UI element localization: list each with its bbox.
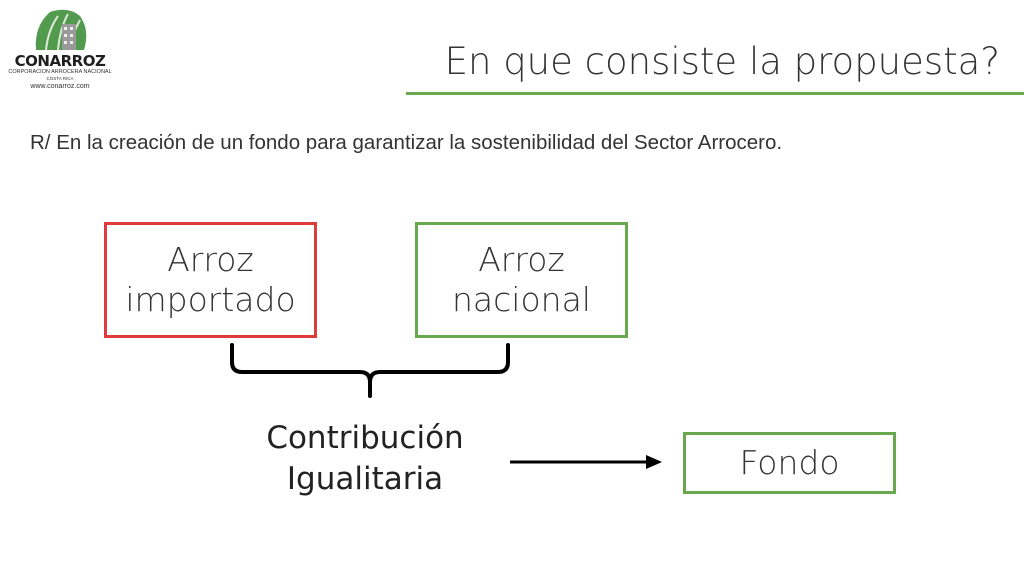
logo-name: CONARROZ [14, 52, 106, 70]
node-contribucion-line1: Contribución [266, 420, 464, 456]
node-fondo: Fondo [683, 432, 896, 494]
logo-country: COSTA RICA [46, 76, 74, 81]
node-arroz-nacional: Arroz nacional [415, 222, 628, 338]
logo-url: www.conarroz.com [30, 83, 90, 90]
node-arroz-nacional-line1: Arroz [478, 240, 565, 280]
rice-plant-icon [35, 9, 87, 51]
node-fondo-label: Fondo [739, 443, 840, 483]
slide-subtitle: R/ En la creación de un fondo para garan… [30, 131, 783, 154]
title-underline [406, 92, 1024, 95]
node-arroz-nacional-line2: nacional [452, 280, 591, 319]
node-arroz-importado-line2: importado [125, 280, 296, 319]
slide-title: En que consiste la propuesta? [444, 40, 1000, 83]
node-arroz-importado: Arroz importado [104, 222, 317, 338]
node-contribucion-line2: Igualitaria [286, 461, 444, 498]
arrowhead [646, 455, 662, 469]
logo-subtitle: CORPORACION ARROCERA NACIONAL [8, 69, 112, 75]
node-contribucion-igualitaria: Contribución Igualitaria [230, 418, 500, 500]
merge-bracket [230, 343, 510, 398]
conarroz-logo: CONARROZ CORPORACION ARROCERA NACIONAL C… [4, 4, 116, 92]
node-arroz-importado-line1: Arroz [167, 240, 254, 280]
